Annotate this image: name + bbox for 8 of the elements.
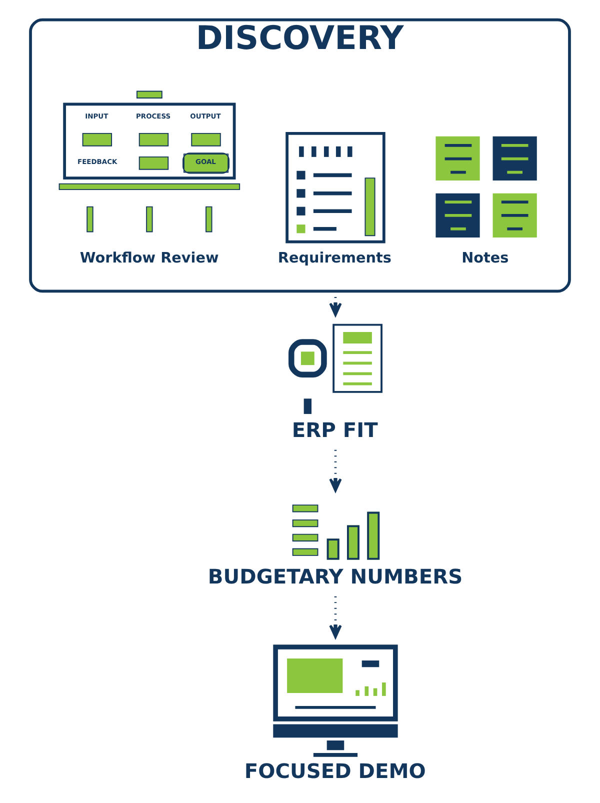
node-label: Workflow Review — [80, 250, 219, 266]
node-label: Requirements — [278, 250, 392, 266]
node-label: BUDGETARY NUMBERS — [208, 564, 463, 589]
node-label: FOCUSED DEMO — [244, 759, 426, 784]
node-label: Notes — [462, 250, 509, 266]
node-label: ERP FIT — [292, 418, 378, 442]
arrow — [329, 450, 342, 492]
arrow — [329, 596, 342, 638]
